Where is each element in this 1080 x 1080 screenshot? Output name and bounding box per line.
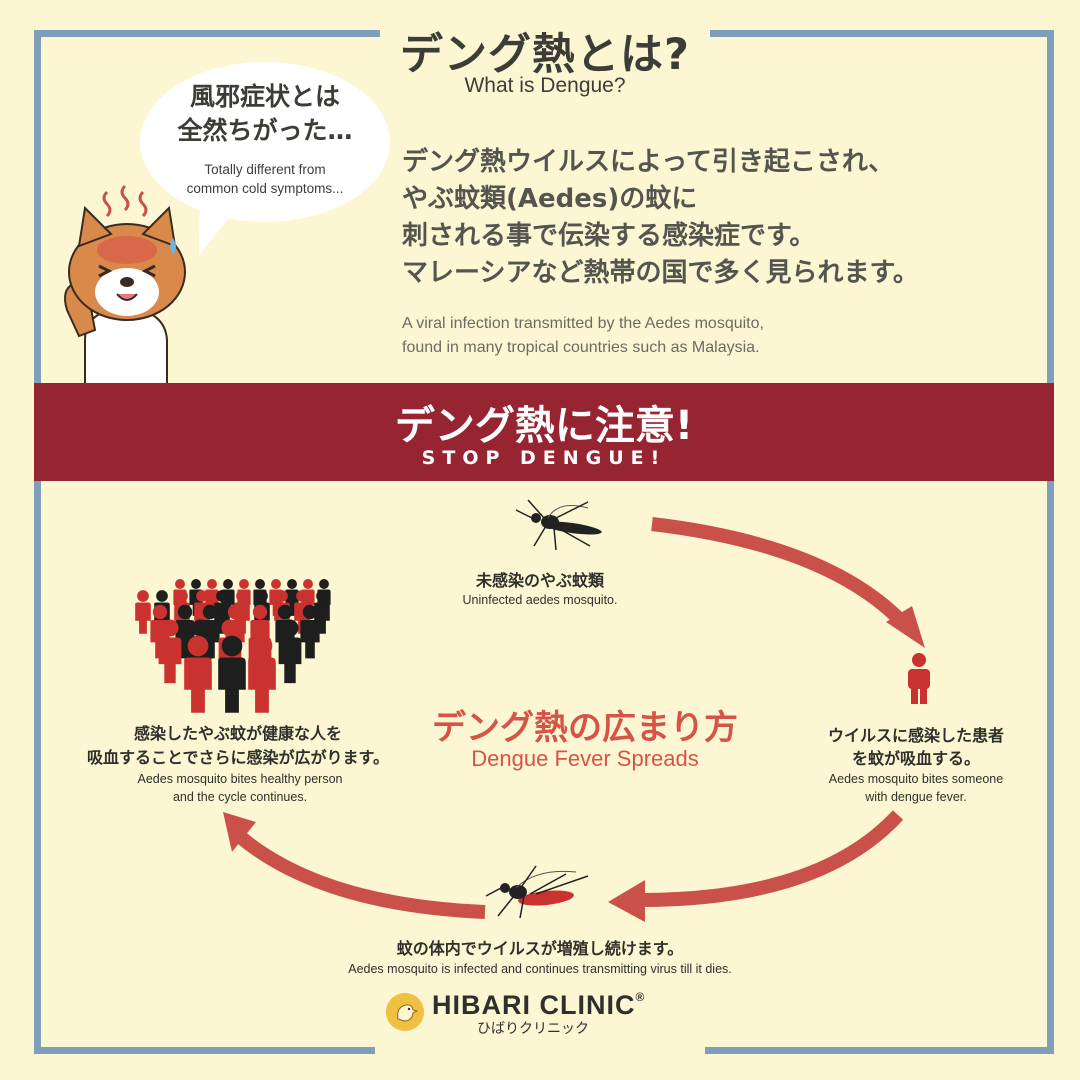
cycle-arrow-2 <box>608 810 904 922</box>
step1-label-jp: 未感染のやぶ蚊類 <box>475 571 604 590</box>
step4-jp-line1: 感染したやぶ蚊が健康な人を <box>133 724 342 743</box>
description-jp-line: マレーシアなど熱帯の国で多く見られます。 <box>402 258 919 288</box>
warning-banner: デング熱に注意! STOP DENGUE! <box>34 383 1054 481</box>
step2-label-jp: ウイルスに感染した患者 を蚊が吸血する。 <box>796 724 1036 770</box>
hibari-bird-logo-icon <box>386 993 424 1031</box>
clinic-name-text: HIBARI CLINIC <box>432 990 636 1020</box>
step2-label-en: Aedes mosquito bites someone with dengue… <box>796 770 1036 806</box>
description-jp-line: デング熱ウイルスによって引き起こされ、 <box>402 147 895 177</box>
step4-en-line2: and the cycle continues. <box>172 790 308 804</box>
step4-en-line1: Aedes mosquito bites healthy person <box>137 772 343 786</box>
bubble-en-line1: Totally different from <box>204 162 326 177</box>
cycle-title-jp: デング熱の広まり方 <box>432 708 738 748</box>
person-figure <box>158 619 182 684</box>
person-figure <box>214 590 230 634</box>
bubble-text-jp: 風邪症状とは 全然ちがった… <box>150 80 380 148</box>
description-en: A viral infection transmitted by the Aed… <box>402 312 1002 360</box>
step4-label-en: Aedes mosquito bites healthy person and … <box>80 770 400 806</box>
banner-title-jp: デング熱に注意! <box>394 403 694 449</box>
bubble-en-line2: common cold symptoms... <box>186 181 344 196</box>
step4-jp-line2: 吸血することでさらに感染が広がります。 <box>87 748 389 767</box>
uninfected-mosquito-icon <box>515 499 602 551</box>
cycle-arrow-1 <box>651 517 925 648</box>
page-title: デング熱とは? <box>400 30 690 80</box>
person-figure <box>300 604 320 659</box>
step3-label-jp: 蚊の体内でウイルスが増殖し続けます。 <box>396 939 684 958</box>
step3-label-en: Aedes mosquito is infected and continues… <box>348 962 732 976</box>
logo-frame-gap <box>375 1040 705 1065</box>
clinic-name: HIBARI CLINIC® <box>432 990 645 1021</box>
person-figure <box>285 579 299 616</box>
step2-en-line1: Aedes mosquito bites someone <box>828 772 1004 786</box>
bubble-text-en: Totally different from common cold sympt… <box>150 160 380 198</box>
person-figure <box>248 635 276 713</box>
step4-label-jp: 感染したやぶ蚊が健康な人を 吸血することでさらに感染が広がります。 <box>48 722 428 770</box>
speech-bubble <box>140 62 390 222</box>
person-figure <box>218 635 246 713</box>
registered-mark: ® <box>635 990 646 1004</box>
description-jp-line: やぶ蚊類(Aedes)の蚊に <box>402 184 698 214</box>
cycle-title-en: Dengue Fever Spreads <box>471 746 699 771</box>
title-frame-gap <box>380 20 710 50</box>
bubble-jp-line2: 全然ちがった… <box>177 116 353 145</box>
person-figure <box>135 590 151 634</box>
infected-mosquito-icon <box>485 865 589 919</box>
description-jp: デング熱ウイルスによって引き起こされ、 やぶ蚊類(Aedes)の蚊に 刺される事… <box>402 144 1032 292</box>
description-en-line: A viral infection transmitted by the Aed… <box>402 315 764 332</box>
infected-patient-icon <box>908 653 930 704</box>
description-jp-line: 刺される事で伝染する感染症です。 <box>402 221 816 251</box>
page-subtitle: What is Dengue? <box>464 74 626 97</box>
cycle-arrow-3 <box>223 812 486 919</box>
person-figure <box>175 604 195 659</box>
step2-jp-line2: を蚊が吸血する。 <box>851 749 980 768</box>
person-figure <box>278 619 302 684</box>
bubble-jp-line1: 風邪症状とは <box>189 82 340 111</box>
shiba-dog-mascot-icon <box>64 184 186 385</box>
step2-jp-line1: ウイルスに感染した患者 <box>827 726 1004 745</box>
step2-en-line2: with dengue fever. <box>865 790 967 804</box>
banner-title-en: STOP DENGUE! <box>421 447 667 469</box>
description-en-line: found in many tropical countries such as… <box>402 339 760 356</box>
step1-label-en: Uninfected aedes mosquito. <box>462 593 618 607</box>
person-figure <box>205 579 219 616</box>
crowd-of-people-icon <box>135 579 331 713</box>
clinic-name-kana: ひばりクリニック <box>477 1021 589 1037</box>
person-figure <box>184 635 212 713</box>
